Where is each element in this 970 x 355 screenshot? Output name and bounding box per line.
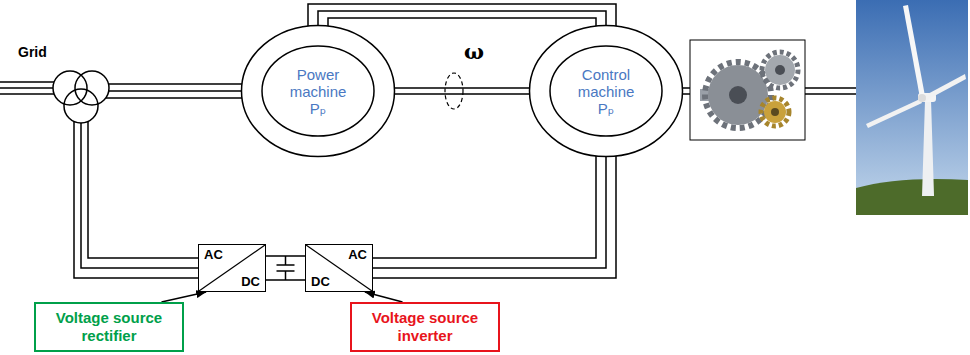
turbine-blade <box>903 5 925 98</box>
transformer-winding <box>75 71 109 105</box>
converter-box: AC DC <box>198 244 266 292</box>
turbine-photo <box>856 0 968 215</box>
stator-wires <box>106 84 242 98</box>
rotor-outline <box>550 46 662 136</box>
machine-label: Pₚ <box>558 100 654 117</box>
wire <box>308 4 616 26</box>
text-group: Control machinePₚ <box>528 24 684 158</box>
converter-label: AC <box>204 247 223 262</box>
gear-hub <box>771 108 779 116</box>
machine-label: Power machine <box>270 66 366 100</box>
wire <box>395 88 530 94</box>
ground <box>856 179 968 215</box>
wire <box>266 256 305 280</box>
converter-label: DC <box>241 274 260 289</box>
grid-lines <box>0 82 54 94</box>
converter-diagonal <box>199 245 265 291</box>
wire <box>373 156 616 278</box>
gear <box>765 55 795 85</box>
label-holder: ω <box>462 39 486 64</box>
gear-hub <box>729 86 747 104</box>
callout-box: Voltage source inverter <box>350 302 500 352</box>
grid-label: Grid <box>16 44 49 60</box>
converter-label: DC <box>311 274 330 289</box>
stator-outline <box>530 26 683 157</box>
rotation-mark <box>445 73 463 109</box>
turbine-blade <box>866 99 922 128</box>
machine-label: Control machine <box>558 66 654 100</box>
callout-text: Voltage source rectifier <box>42 309 176 345</box>
gear <box>764 101 786 123</box>
speed-symbol: ω <box>462 39 486 64</box>
turbine-tower <box>922 100 934 196</box>
arrow <box>162 292 207 302</box>
stator-outline <box>242 26 395 157</box>
machine-label: Pₚ <box>270 100 366 117</box>
callout-text: Voltage source inverter <box>358 309 492 345</box>
arrow <box>365 292 403 302</box>
transformer-winding <box>64 89 98 123</box>
converter-box: AC DC <box>305 244 373 292</box>
gear-hub <box>775 65 785 75</box>
gearbox-frame <box>690 40 805 140</box>
rectifier-wires <box>74 121 198 278</box>
callout-box: Voltage source rectifier <box>34 302 184 352</box>
label-holder: Grid <box>16 44 49 60</box>
converter-diagonal <box>306 245 372 291</box>
shaft <box>805 88 856 94</box>
machine-ring: Power machinePₚ <box>240 24 396 158</box>
turbine-hub <box>918 94 926 102</box>
converter-label: AC <box>348 247 367 262</box>
machine-ring: Control machinePₚ <box>528 24 684 158</box>
gear-teeth <box>761 98 789 126</box>
gear <box>708 65 768 125</box>
text-group: Power machinePₚ <box>240 24 396 158</box>
gear-teeth <box>762 52 798 88</box>
transformer-winding <box>53 71 87 105</box>
turbine-blade <box>924 74 966 101</box>
rotor-outline <box>262 46 374 136</box>
